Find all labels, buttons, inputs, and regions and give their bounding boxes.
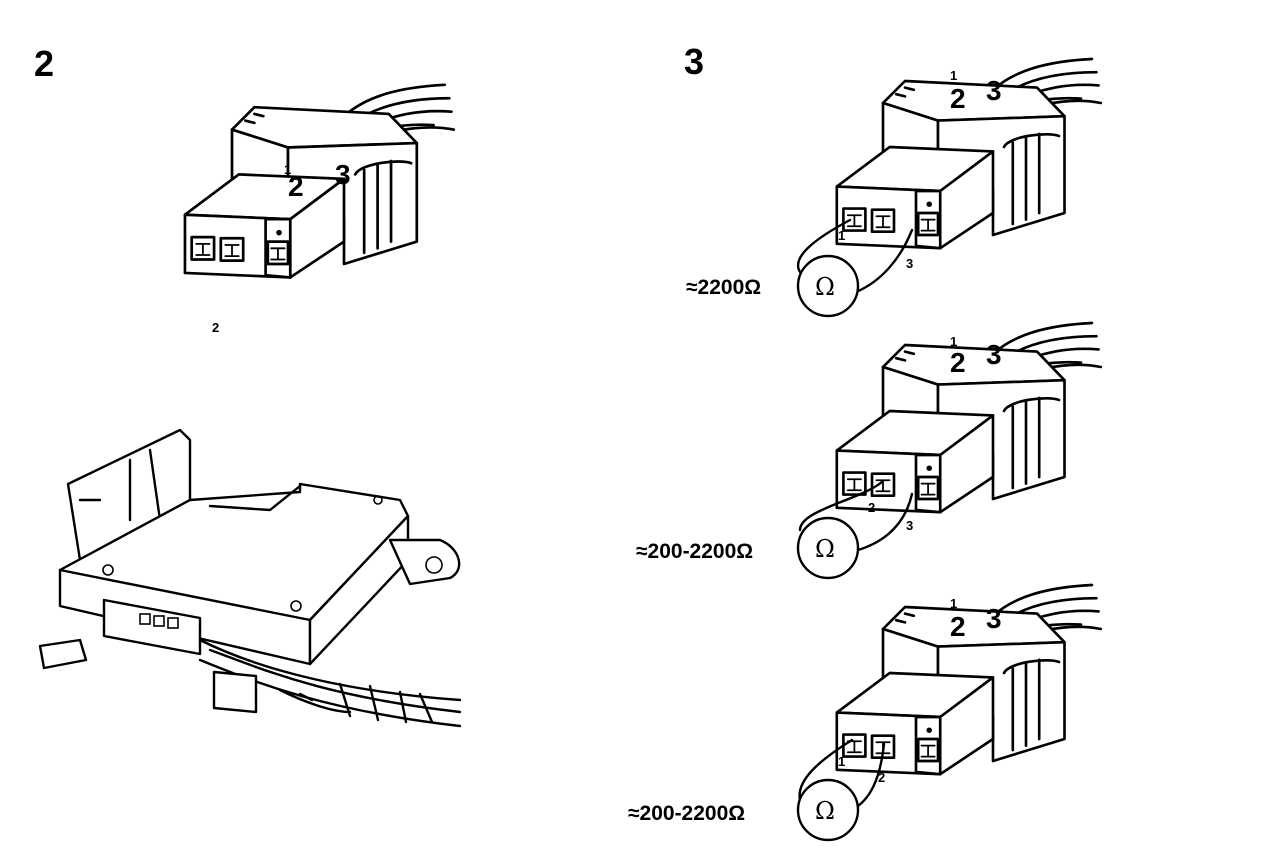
left-pin-label: 2 xyxy=(212,320,219,335)
right-b-mark-1: 1 xyxy=(950,334,957,349)
right-a-mark-1: 1 xyxy=(950,68,957,83)
panel-3-label: 3 xyxy=(684,41,704,82)
test-a-pin-3: 3 xyxy=(906,256,913,271)
right-connector-b xyxy=(835,321,1103,514)
left-connector-mark-1: 1 xyxy=(284,162,291,177)
test-c-pin-1: 1 xyxy=(838,754,845,769)
right-connector-a xyxy=(835,57,1103,250)
left-connector-mark-3: 3 xyxy=(335,159,351,190)
test-b-pin-3: 3 xyxy=(906,518,913,533)
ohmmeter-b xyxy=(796,516,860,580)
ohmmeter-b-symbol: Ω xyxy=(815,535,835,563)
left-connector-mark-2: 2 xyxy=(288,171,304,202)
ohmmeter-c-symbol: Ω xyxy=(815,797,835,825)
test-b-pin-2: 2 xyxy=(868,500,875,515)
control-module xyxy=(38,428,462,728)
test-c-pin-2: 2 xyxy=(878,770,885,785)
test-a-resistance: ≈2200Ω xyxy=(686,276,761,299)
test-b-resistance: ≈200-2200Ω xyxy=(636,540,753,563)
right-connector-c xyxy=(835,583,1103,776)
ohmmeter-c xyxy=(796,778,860,842)
right-c-mark-2: 2 xyxy=(950,611,966,642)
test-a-pin-1: 1 xyxy=(838,228,845,243)
ohmmeter-a xyxy=(796,254,860,318)
right-c-mark-3: 3 xyxy=(986,603,1002,634)
test-c-resistance: ≈200-2200Ω xyxy=(628,802,745,825)
panel-2-label: 2 xyxy=(34,43,54,84)
ohmmeter-a-symbol: Ω xyxy=(815,273,835,301)
right-b-mark-2: 2 xyxy=(950,347,966,378)
right-c-mark-1: 1 xyxy=(950,596,957,611)
right-a-mark-3: 3 xyxy=(986,75,1002,106)
left-connector xyxy=(183,83,456,279)
right-b-mark-3: 3 xyxy=(986,339,1002,370)
right-a-mark-2: 2 xyxy=(950,83,966,114)
